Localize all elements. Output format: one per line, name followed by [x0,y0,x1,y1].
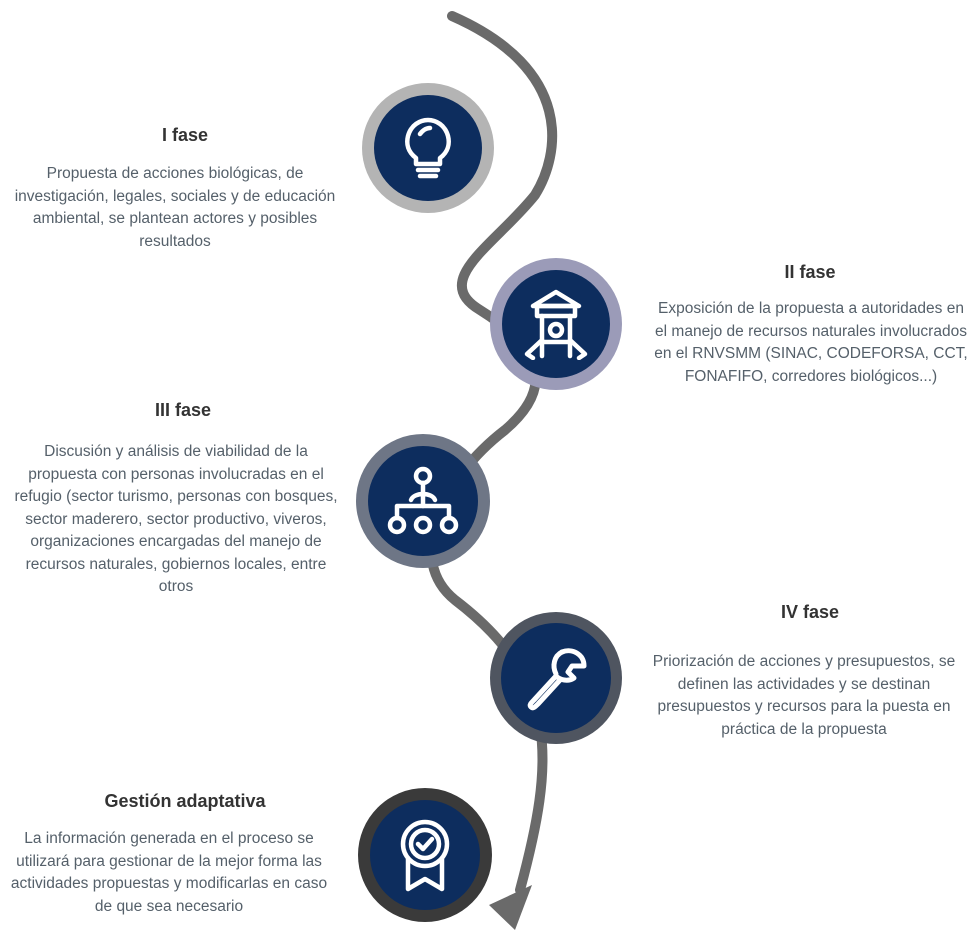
wrench-icon [527,648,587,711]
watchtower-icon [524,289,588,360]
phase-3-description: Discusión y análisis de viabilidad de la… [14,443,338,595]
phase-5-title: Gestión adaptativa [104,791,266,811]
phase-4-title: IV fase [780,602,840,622]
phase-5-description: La información generada en el proceso se… [10,830,328,915]
phase-3-icon-circle [356,434,490,568]
phase-1-icon-circle [362,83,494,213]
lightbulb-icon [405,117,451,179]
phase-5-icon-circle [358,788,492,922]
phase-2-title: II fase [784,262,836,282]
phase-1-title: I fase [161,125,209,145]
path-arrowhead [489,885,532,930]
phase-4-icon-circle [490,612,622,744]
award-badge-icon [400,819,450,892]
phase-1-description: Propuesta de acciones biológicas, de inv… [14,165,336,250]
phase-4-description: Priorización de acciones y presupuestos,… [652,653,956,738]
hierarchy-icon [387,466,459,535]
phase-2-description: Exposición de la propuesta a autoridades… [654,300,968,385]
phase-3-title: III fase [154,400,212,420]
phase-2-icon-circle [490,258,622,390]
